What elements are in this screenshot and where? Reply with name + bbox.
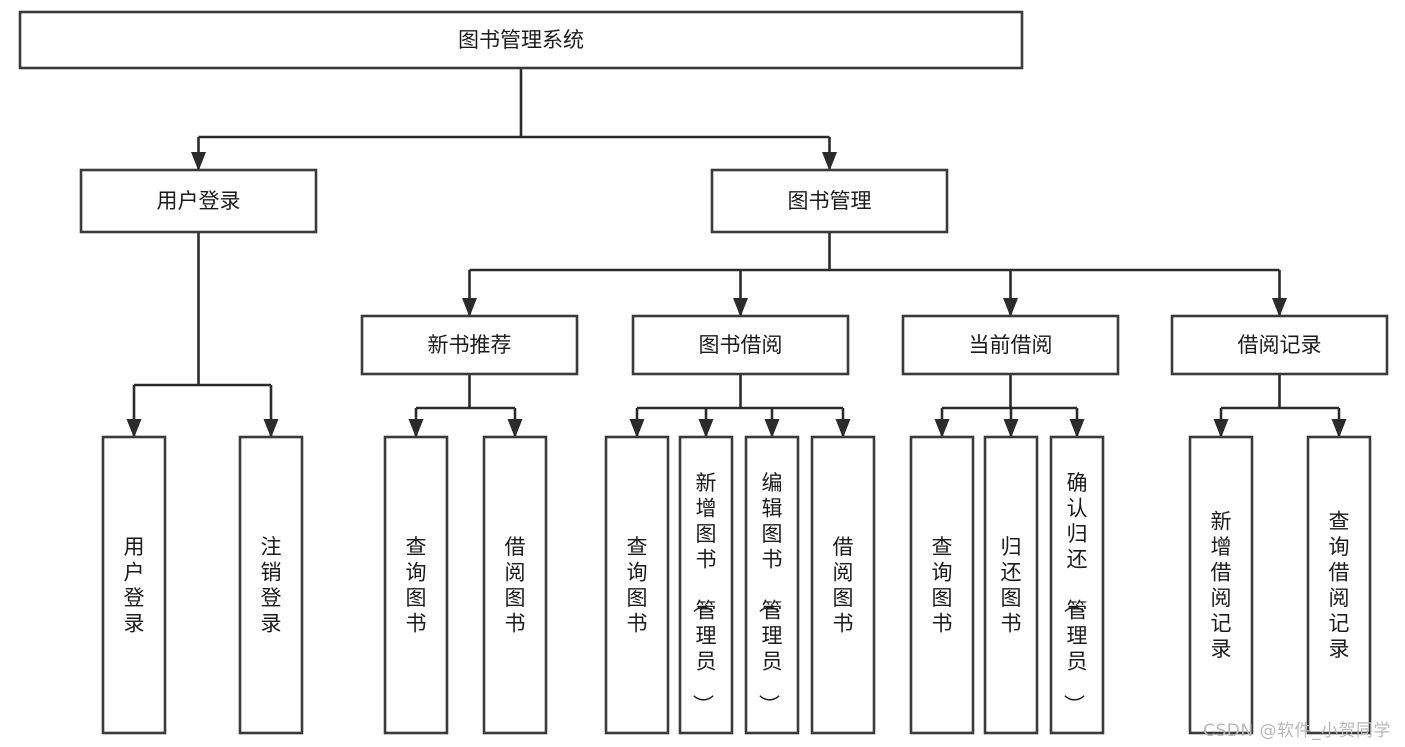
node-label-borrow-record: 借阅记录: [1238, 333, 1322, 357]
node-box-leaf-borrow-book-2: [810, 435, 876, 735]
node-label-leaf-user-login: 用户登录: [124, 535, 145, 636]
node-leaf-edit-book[interactable]: 编辑图书（管理员）: [744, 435, 800, 735]
node-box-book-borrow: [631, 314, 850, 376]
node-book-borrow[interactable]: 图书借阅: [631, 314, 850, 376]
node-box-user-login: [79, 168, 318, 234]
node-leaf-return-book[interactable]: 归还图书: [983, 435, 1039, 735]
node-box-leaf-user-login: [101, 435, 167, 735]
node-borrow-record[interactable]: 借阅记录: [1170, 314, 1389, 376]
node-label-new-book-recommend: 新书推荐: [428, 333, 512, 357]
node-label-root: 图书管理系统: [458, 28, 584, 52]
node-box-leaf-borrow-book-1: [482, 435, 548, 735]
node-label-book-borrow: 图书借阅: [699, 333, 783, 357]
node-box-root: [18, 10, 1024, 70]
node-box-book-manage: [710, 168, 949, 234]
csdn-watermark: CSDN @软件_小贺同学: [1203, 721, 1391, 741]
node-root[interactable]: 图书管理系统: [18, 10, 1024, 70]
node-new-book-recommend[interactable]: 新书推荐: [360, 314, 579, 376]
node-label-leaf-query-record: 查询借阅记录: [1329, 509, 1350, 661]
node-label-leaf-confirm-return: 确认归还（管理员）: [1062, 471, 1088, 715]
node-leaf-user-login[interactable]: 用户登录: [101, 435, 167, 735]
node-box-leaf-query-book-3: [909, 435, 975, 735]
node-label-leaf-query-book-1: 查询图书: [406, 535, 427, 636]
node-leaf-query-book-2[interactable]: 查询图书: [604, 435, 670, 735]
node-box-leaf-query-book-1: [383, 435, 449, 735]
node-leaf-add-book[interactable]: 新增图书（管理员）: [678, 435, 734, 735]
node-box-new-book-recommend: [360, 314, 579, 376]
node-label-leaf-borrow-book-1: 借阅图书: [505, 535, 526, 636]
node-user-login[interactable]: 用户登录: [79, 168, 318, 234]
node-leaf-logout[interactable]: 注销登录: [238, 435, 304, 735]
node-label-leaf-query-book-2: 查询图书: [627, 535, 648, 636]
node-box-leaf-query-book-2: [604, 435, 670, 735]
node-leaf-borrow-book-2[interactable]: 借阅图书: [810, 435, 876, 735]
node-box-leaf-return-book: [983, 435, 1039, 735]
node-box-current-borrow: [901, 314, 1120, 376]
node-box-leaf-add-record: [1188, 435, 1254, 735]
node-book-manage[interactable]: 图书管理: [710, 168, 949, 234]
node-leaf-borrow-book-1[interactable]: 借阅图书: [482, 435, 548, 735]
node-box-leaf-logout: [238, 435, 304, 735]
node-leaf-confirm-return[interactable]: 确认归还（管理员）: [1049, 435, 1105, 735]
node-box-borrow-record: [1170, 314, 1389, 376]
node-label-leaf-query-book-3: 查询图书: [932, 535, 953, 636]
node-label-current-borrow: 当前借阅: [969, 333, 1053, 357]
connector-layer: [126, 68, 1347, 438]
node-label-book-manage: 图书管理: [788, 189, 872, 213]
node-box-leaf-query-record: [1306, 435, 1372, 735]
node-current-borrow[interactable]: 当前借阅: [901, 314, 1120, 376]
node-box-leaf-confirm-return: [1049, 435, 1105, 735]
node-label-leaf-return-book: 归还图书: [1001, 535, 1022, 636]
node-box-leaf-add-book: [678, 435, 734, 735]
node-leaf-add-record[interactable]: 新增借阅记录: [1188, 435, 1254, 735]
node-label-leaf-borrow-book-2: 借阅图书: [833, 535, 854, 636]
node-label-user-login: 用户登录: [157, 189, 241, 213]
node-leaf-query-record[interactable]: 查询借阅记录: [1306, 435, 1372, 735]
node-label-leaf-logout: 注销登录: [261, 535, 282, 636]
node-leaf-query-book-1[interactable]: 查询图书: [383, 435, 449, 735]
node-box-leaf-edit-book: [744, 435, 800, 735]
node-leaf-query-book-3[interactable]: 查询图书: [909, 435, 975, 735]
node-label-leaf-edit-book: 编辑图书（管理员）: [757, 471, 783, 715]
node-layer: 图书管理系统用户登录图书管理新书推荐图书借阅当前借阅借阅记录用户登录注销登录查询…: [18, 10, 1389, 735]
node-label-leaf-add-book: 新增图书（管理员）: [691, 471, 717, 715]
node-label-leaf-add-record: 新增借阅记录: [1211, 509, 1232, 661]
